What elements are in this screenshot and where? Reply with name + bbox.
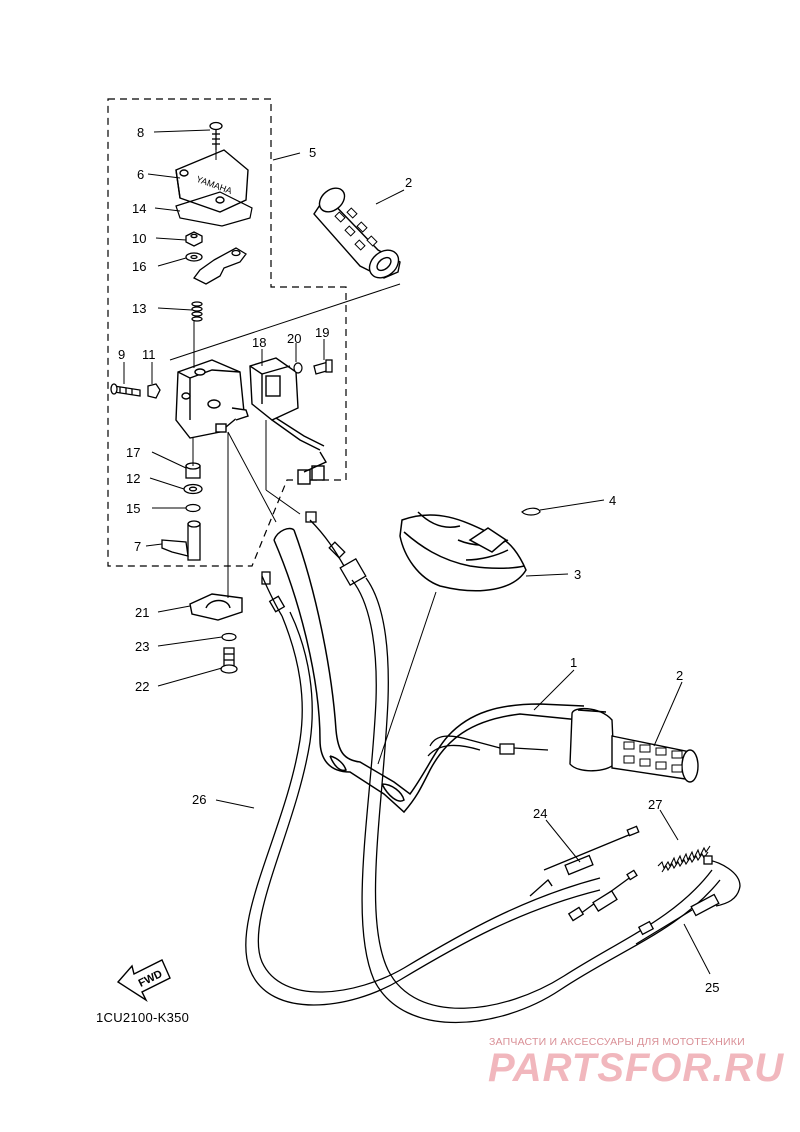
part-bolt-22 [220,647,238,674]
assembly-lines [169,150,401,598]
callout-2-right: 2 [676,668,683,683]
callout-2-top: 2 [405,175,412,190]
part-washer-12 [183,483,203,495]
callout-25: 25 [705,980,719,995]
part-clamp-21 [189,593,243,621]
callout-23: 23 [135,639,149,654]
part-bolt-19 [313,359,333,375]
callout-8: 8 [137,125,144,140]
part-screw-8 [209,121,223,150]
cover-ref-line [377,591,437,765]
callout-leaders [123,129,711,975]
part-switch-18 [249,357,328,485]
callout-20: 20 [287,331,301,346]
part-washer-23 [221,632,237,642]
callout-27: 27 [648,797,662,812]
diagram-code: 1CU2100-K350 [96,1010,190,1025]
callout-14: 14 [132,201,146,216]
callout-24: 24 [533,806,547,821]
cable-24 [529,825,640,922]
part-grip-2-left [313,187,401,279]
cable-throttle [305,511,721,1024]
part-screw-9 [110,383,141,397]
part-housing-11 [175,359,249,439]
callout-16: 16 [132,259,146,274]
callout-7: 7 [134,539,141,554]
callout-13: 13 [132,301,146,316]
part-cover-3 [399,511,527,592]
cable-25 [635,855,741,945]
part-grip-2-right [569,707,699,783]
callout-1: 1 [570,655,577,670]
callout-6: 6 [137,167,144,182]
part-washer-15 [185,503,201,513]
watermark-subtitle: ЗАПЧАСТИ И АКСЕССУАРЫ ДЛЯ МОТОТЕХНИКИ [489,1036,745,1048]
assembly-boundary [107,98,347,567]
part-nut-10 [185,231,203,247]
part-handlebar-1 [273,527,585,814]
callout-5: 5 [309,145,316,160]
callout-17: 17 [126,445,140,460]
part-spring-13 [191,301,203,322]
callout-3: 3 [574,567,581,582]
cable-26 [245,571,601,1006]
callout-11: 11 [142,347,156,362]
part-washer-20 [293,362,303,374]
fwd-arrow-icon: FWD [116,959,171,1002]
part-clip-4 [521,507,541,516]
watermark-logo: PARTSFOR.RU [488,1046,785,1090]
callout-22: 22 [135,679,149,694]
callout-26: 26 [192,792,206,807]
callout-19: 19 [315,325,329,340]
callout-18: 18 [252,335,266,350]
part-washer-16 [185,247,247,285]
callout-9: 9 [118,347,125,362]
part-gasket-14 [175,191,253,227]
callout-21: 21 [135,605,149,620]
cable-brake [427,735,549,757]
callout-4: 4 [609,493,616,508]
callout-10: 10 [132,231,146,246]
part-nut-11 [147,383,161,399]
part-spring-27 [657,845,711,873]
part-lever-7 [161,520,201,561]
callout-12: 12 [126,471,140,486]
callout-15: 15 [126,501,140,516]
callout-labels: 8 6 14 10 16 13 5 9 11 18 20 19 17 12 15… [118,125,719,995]
